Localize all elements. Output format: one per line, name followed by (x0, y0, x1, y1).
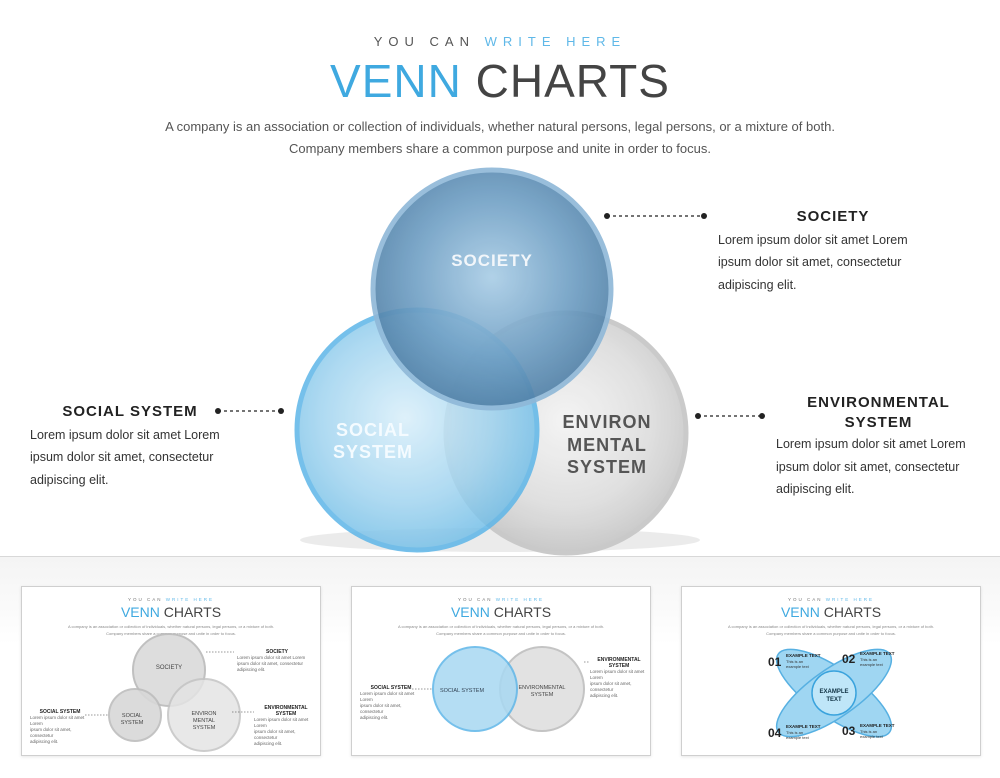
society-callout: SOCIETY Lorem ipsum dolor sit amet Lorem… (718, 206, 958, 296)
thumbnail-1[interactable]: YOU CAN WRITE HERE VENN CHARTS A company… (21, 586, 321, 756)
society-text-1: Lorem ipsum dolor sit amet Lorem (718, 232, 908, 247)
thumbnail-2[interactable]: YOU CAN WRITE HERE VENN CHARTS A company… (351, 586, 651, 756)
thumb-title: VENN CHARTS (780, 604, 882, 620)
svg-text:01: 01 (768, 655, 782, 669)
svg-text:example text: example text (860, 662, 884, 667)
env-text-1: Lorem ipsum dolor sit amet Lorem (776, 437, 966, 451)
main-slide: YOU CAN WRITE HERE VENN CHARTS A company… (0, 34, 1000, 557)
thumb-title: VENN CHARTS (450, 604, 552, 620)
kicker-text: YOU CAN WRITE HERE (373, 34, 627, 49)
thumb-title: VENN CHARTS (120, 604, 222, 620)
svg-text:MENTAL: MENTAL (193, 718, 215, 724)
thumb-venn-2: SOCIAL SYSTEM ENVIRONMENTAL SYSTEM (412, 646, 590, 732)
svg-text:EXAMPLE TEXT: EXAMPLE TEXT (786, 653, 821, 658)
svg-text:EXAMPLE: EXAMPLE (819, 689, 848, 695)
social-label-2: SYSTEM (333, 442, 413, 462)
social-text-2: ipsum dolor sit amet, consectetur (30, 450, 214, 464)
svg-text:EXAMPLE TEXT: EXAMPLE TEXT (786, 724, 821, 729)
svg-text:03: 03 (842, 724, 856, 738)
env-label-1: ENVIRON (562, 412, 651, 432)
svg-text:ENVIRONMENTAL: ENVIRONMENTAL (519, 685, 566, 691)
env-label-3: SYSTEM (567, 457, 647, 477)
svg-text:SOCIAL: SOCIAL (122, 713, 142, 719)
society-label: SOCIETY (451, 251, 533, 270)
page-title: VENN CHARTS (330, 55, 670, 107)
svg-text:SYSTEM: SYSTEM (121, 720, 144, 726)
society-heading: SOCIETY (796, 208, 870, 225)
social-text-1: Lorem ipsum dolor sit amet Lorem (30, 427, 220, 442)
thumb-venn-3: EXAMPLE TEXT 01 02 03 04 EXAMPLE TEXT Th… (768, 648, 895, 740)
env-heading-2: SYSTEM (844, 414, 913, 431)
env-heading-1: ENVIRONMENTAL (807, 394, 950, 411)
svg-text:04: 04 (768, 726, 782, 740)
env-label-2: MENTAL (567, 435, 647, 455)
svg-text:ENVIRON: ENVIRON (191, 711, 216, 717)
svg-text:02: 02 (842, 652, 856, 666)
thumb-venn-1: SOCIETY SOCIAL SYSTEM ENVIRON MENTAL SYS… (85, 633, 254, 752)
svg-text:SOCIETY: SOCIETY (156, 665, 182, 671)
social-text-3: adipiscing elit. (30, 472, 109, 487)
svg-text:SYSTEM: SYSTEM (531, 692, 554, 698)
env-callout: ENVIRONMENTAL SYSTEM Lorem ipsum dolor s… (776, 393, 991, 501)
svg-text:example text: example text (786, 735, 810, 740)
society-text-3: adipiscing elit. (718, 277, 797, 292)
svg-text:This is an: This is an (786, 659, 803, 664)
env-text-3: adipiscing elit. (776, 482, 855, 496)
social-label-1: SOCIAL (336, 420, 410, 440)
society-text-2: ipsum dolor sit amet, consectetur (718, 255, 902, 269)
venn-diagram: SOCIETY SOCIAL SYSTEM ENVIRON MENTAL SYS… (215, 167, 765, 556)
svg-text:TEXT: TEXT (826, 697, 842, 703)
svg-text:SOCIAL SYSTEM: SOCIAL SYSTEM (440, 688, 485, 694)
svg-text:example text: example text (860, 734, 884, 739)
social-heading: SOCIAL SYSTEM (62, 403, 198, 420)
description: A company is an association or collectio… (165, 119, 835, 156)
svg-text:SYSTEM: SYSTEM (193, 725, 216, 731)
svg-text:This is an: This is an (860, 657, 877, 662)
svg-text:This is an: This is an (860, 729, 877, 734)
svg-text:EXAMPLE TEXT: EXAMPLE TEXT (860, 651, 895, 656)
svg-text:example text: example text (786, 664, 810, 669)
svg-text:EXAMPLE TEXT: EXAMPLE TEXT (860, 723, 895, 728)
env-text-2: ipsum dolor sit amet, consectetur (776, 459, 960, 474)
social-callout: SOCIAL SYSTEM Lorem ipsum dolor sit amet… (30, 401, 250, 491)
svg-text:This is an: This is an (786, 730, 803, 735)
thumbnail-3[interactable]: YOU CAN WRITE HERE VENN CHARTS A company… (681, 586, 981, 756)
society-circle (370, 167, 614, 411)
